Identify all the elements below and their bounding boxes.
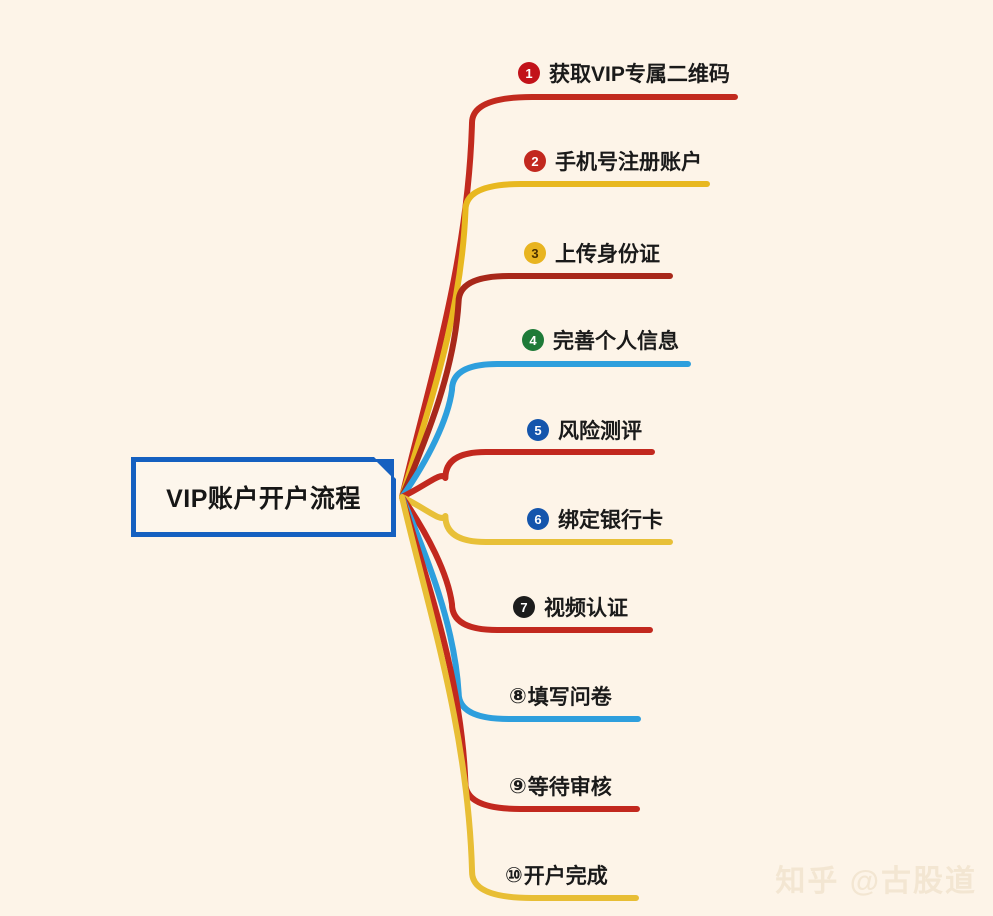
branch-line-10[interactable] [399, 494, 639, 901]
branch-number-badge-6: 6 [527, 508, 549, 530]
branch-label-text-10: 开户完成 [523, 865, 608, 888]
watermark: 知乎 @古股道 [775, 865, 977, 898]
branch-number-glyph-8: ⑧ [509, 684, 527, 708]
branch-label-text-5: 风险测评 [558, 420, 642, 443]
branch-label-7[interactable]: 7 视频认证 [513, 592, 628, 622]
folded-corner-icon [374, 459, 394, 479]
branch-path-group [399, 94, 738, 901]
branch-label-text-8: 填写问卷 [527, 686, 612, 709]
branch-label-3[interactable]: 3 上传身份证 [524, 238, 660, 268]
branch-line-5[interactable] [399, 449, 655, 500]
central-node-shape [131, 457, 396, 537]
branch-number-badge-5: 5 [527, 419, 549, 441]
branch-line-2[interactable] [399, 181, 710, 500]
branch-label-text-4: 完善个人信息 [553, 330, 679, 353]
branch-line-8[interactable] [399, 494, 641, 722]
branch-label-text-1: 获取VIP专属二维码 [549, 63, 730, 86]
branch-label-4[interactable]: 4 完善个人信息 [522, 325, 679, 355]
central-node-label: VIP账户开户流程 [166, 485, 361, 513]
branch-label-5[interactable]: 5 风险测评 [527, 415, 642, 445]
branch-number-badge-2: 2 [524, 150, 546, 172]
branch-number-badge-1: 1 [518, 62, 540, 84]
branch-line-4[interactable] [399, 361, 691, 500]
branch-number-badge-4: 4 [522, 329, 544, 351]
branch-line-3[interactable] [399, 273, 673, 500]
branch-line-7[interactable] [399, 494, 653, 633]
branch-label-1[interactable]: 1 获取VIP专属二维码 [518, 58, 730, 88]
central-node[interactable]: VIP账户开户流程 [131, 457, 396, 537]
branch-number-glyph-9: ⑨ [509, 774, 527, 798]
branch-label-2[interactable]: 2 手机号注册账户 [524, 146, 702, 176]
branch-label-6[interactable]: 6 绑定银行卡 [527, 504, 663, 534]
branch-label-text-3: 上传身份证 [555, 243, 660, 266]
branch-label-text-6: 绑定银行卡 [558, 509, 663, 532]
branch-line-6[interactable] [399, 494, 673, 545]
branch-number-badge-3: 3 [524, 242, 546, 264]
branch-line-9[interactable] [399, 494, 640, 812]
branch-number-glyph-10: ⑩ [505, 863, 523, 887]
branch-label-text-7: 视频认证 [544, 597, 628, 620]
branch-label-text-2: 手机号注册账户 [555, 151, 702, 174]
branch-label-text-9: 等待审核 [527, 776, 612, 799]
branch-number-badge-7: 7 [513, 596, 535, 618]
